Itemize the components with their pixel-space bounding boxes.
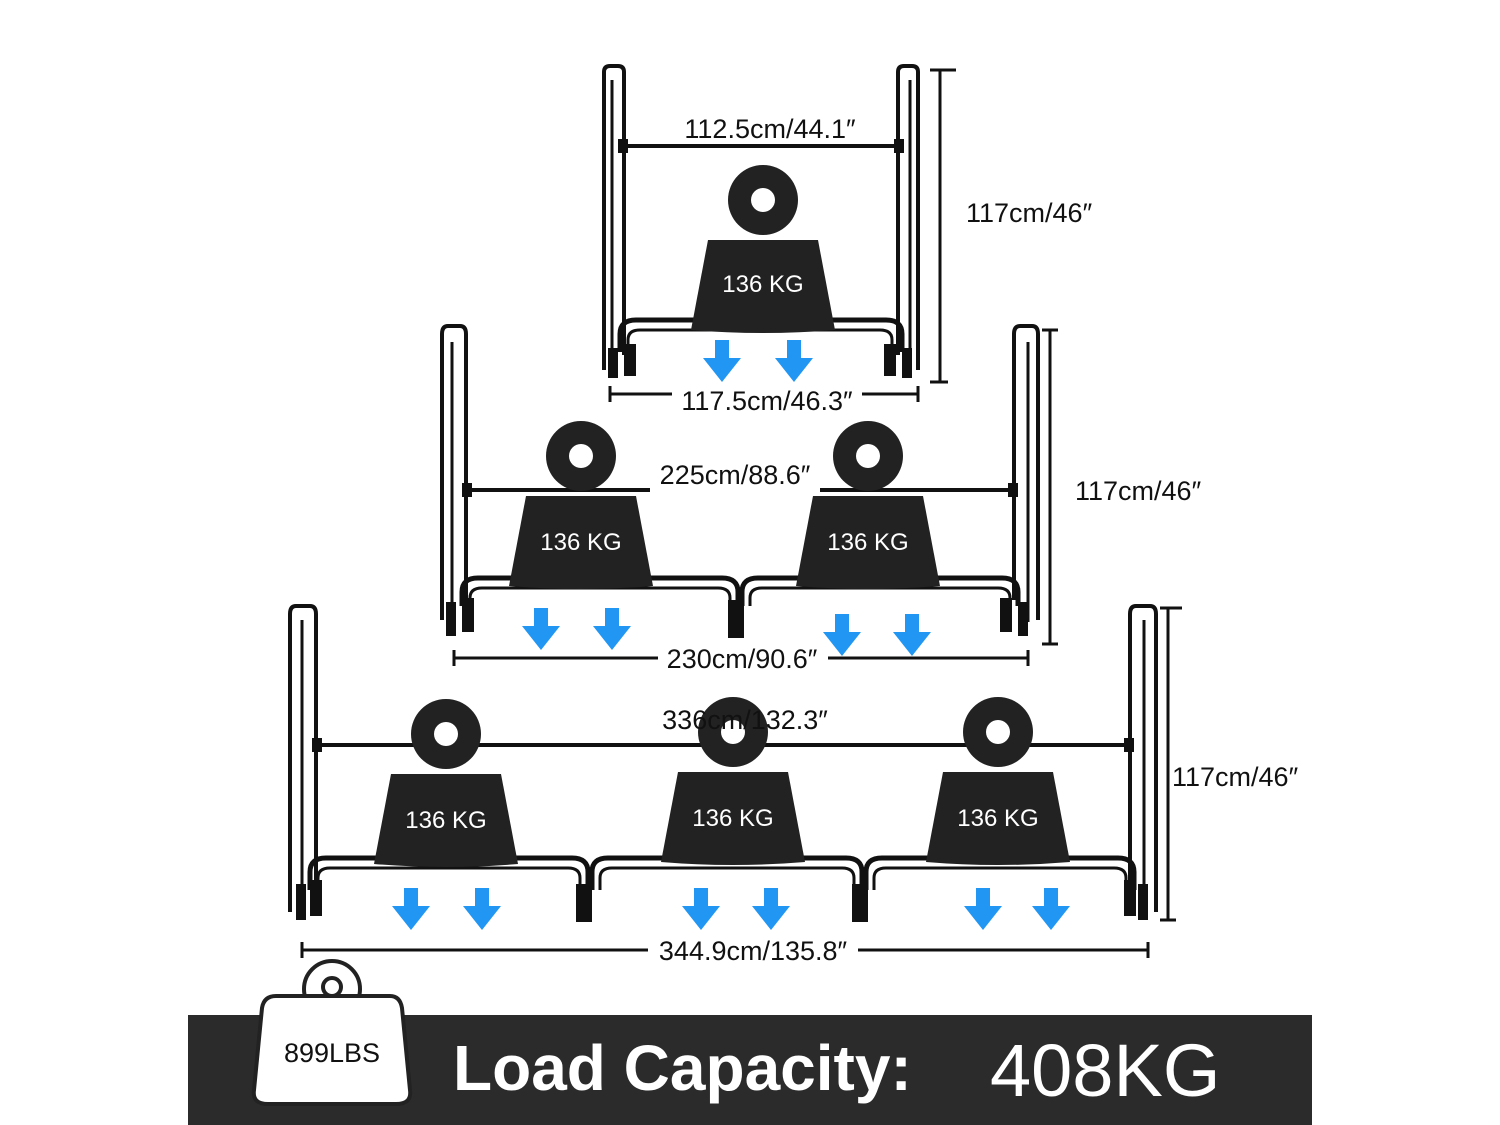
load-capacity-banner: 899LBS Load Capacity: 408KG: [188, 959, 1312, 1125]
load-capacity-label: Load Capacity:: [453, 1032, 912, 1104]
weight-label: 136 KG: [692, 805, 773, 832]
arrow-down-icon: [893, 614, 931, 656]
weight-label: 136 KG: [405, 807, 486, 834]
badge-text: 899LBS: [284, 1038, 380, 1068]
arrow-down-icon: [593, 608, 631, 650]
small-outer-width: 117.5cm/46.3″: [681, 386, 853, 416]
large-inner-width: 336cm/132.3″: [662, 705, 828, 735]
arrow-down-icon: [463, 888, 501, 930]
weight-medium-1: [509, 421, 653, 589]
medium-inner-width: 225cm/88.6″: [660, 460, 811, 490]
large-outer-width: 344.9cm/135.8″: [659, 936, 848, 966]
medium-height: 117cm/46″: [1075, 476, 1202, 506]
small-height: 117cm/46″: [966, 198, 1093, 228]
weight-label: 136 KG: [957, 805, 1038, 832]
weight-badge-icon: [251, 959, 413, 1106]
arrow-down-icon: [964, 888, 1002, 930]
arrow-down-icon: [392, 888, 430, 930]
weight-label: 136 KG: [827, 529, 908, 556]
weight-label: 136 KG: [722, 271, 803, 298]
weight-medium-2: [796, 421, 940, 589]
medium-outer-width: 230cm/90.6″: [667, 644, 818, 674]
small-inner-width: 112.5cm/44.1″: [684, 114, 856, 144]
arrow-down-icon: [522, 608, 560, 650]
arrow-down-icon: [752, 888, 790, 930]
arrow-down-icon: [823, 614, 861, 656]
arrow-down-icon: [703, 340, 741, 382]
weight-large-3: [926, 697, 1070, 865]
large-height: 117cm/46″: [1172, 762, 1299, 792]
weight-small-1: [691, 165, 835, 333]
load-capacity-value: 408KG: [990, 1029, 1220, 1112]
arrow-down-icon: [775, 340, 813, 382]
arrow-down-icon: [682, 888, 720, 930]
arrow-down-icon: [1032, 888, 1070, 930]
weight-label: 136 KG: [540, 529, 621, 556]
weight-large-1: [374, 699, 518, 867]
